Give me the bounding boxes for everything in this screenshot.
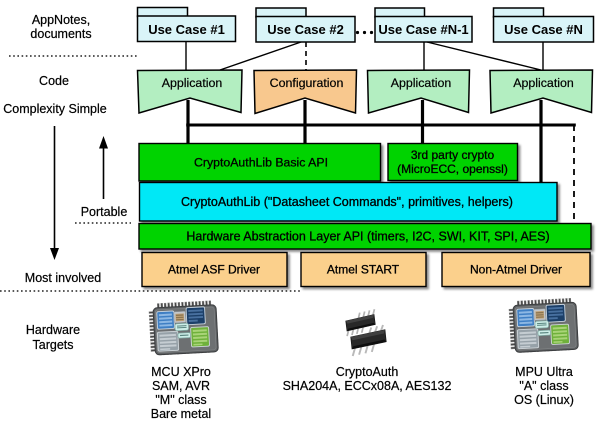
svg-text:Hardware: Hardware <box>26 323 80 337</box>
svg-text:Portable: Portable <box>81 205 128 219</box>
svg-text:documents: documents <box>30 27 91 41</box>
svg-text:Use Case #N: Use Case #N <box>504 22 583 37</box>
svg-text:Use Case #2: Use Case #2 <box>267 22 344 37</box>
svg-text:AppNotes,: AppNotes, <box>32 13 90 27</box>
svg-text:CryptoAuthLib ("Datasheet Comm: CryptoAuthLib ("Datasheet Commands", pri… <box>181 195 513 209</box>
svg-text:Configuration: Configuration <box>270 76 344 90</box>
svg-text:Atmel ASF Driver: Atmel ASF Driver <box>168 263 260 277</box>
svg-text:Hardware Abstraction Layer API: Hardware Abstraction Layer API (timers, … <box>186 230 549 244</box>
svg-text:OS (Linux): OS (Linux) <box>514 393 574 407</box>
svg-text:Bare metal: Bare metal <box>151 407 211 421</box>
svg-text:SAM, AVR: SAM, AVR <box>152 379 210 393</box>
svg-text:Application: Application <box>513 76 574 90</box>
svg-text:Targets: Targets <box>33 338 74 352</box>
svg-text:CryptoAuthLib Basic API: CryptoAuthLib Basic API <box>194 156 328 170</box>
svg-text:Non-Atmel Driver: Non-Atmel Driver <box>470 263 562 277</box>
svg-text:3rd party crypto: 3rd party crypto <box>411 148 495 162</box>
svg-text:Use Case #1: Use Case #1 <box>148 22 225 37</box>
svg-text:SHA204A, ECCx08A, AES132: SHA204A, ECCx08A, AES132 <box>283 379 452 393</box>
svg-text:Application: Application <box>162 76 223 90</box>
svg-text:(MicroECC, openssl): (MicroECC, openssl) <box>397 162 508 176</box>
svg-text:"M" class: "M" class <box>155 393 206 407</box>
svg-text:"A" class: "A" class <box>519 379 568 393</box>
svg-text:CryptoAuth: CryptoAuth <box>336 365 399 379</box>
svg-text:Application: Application <box>391 76 452 90</box>
svg-text:Use Case #N-1: Use Case #N-1 <box>378 22 468 37</box>
svg-text:Code: Code <box>39 74 69 88</box>
svg-text:Most involved: Most involved <box>25 271 101 285</box>
svg-text:MCU XPro: MCU XPro <box>151 365 211 379</box>
svg-text:Complexity Simple: Complexity Simple <box>3 102 107 116</box>
svg-text:Atmel START: Atmel START <box>327 263 400 277</box>
svg-text:MPU Ultra: MPU Ultra <box>515 365 573 379</box>
